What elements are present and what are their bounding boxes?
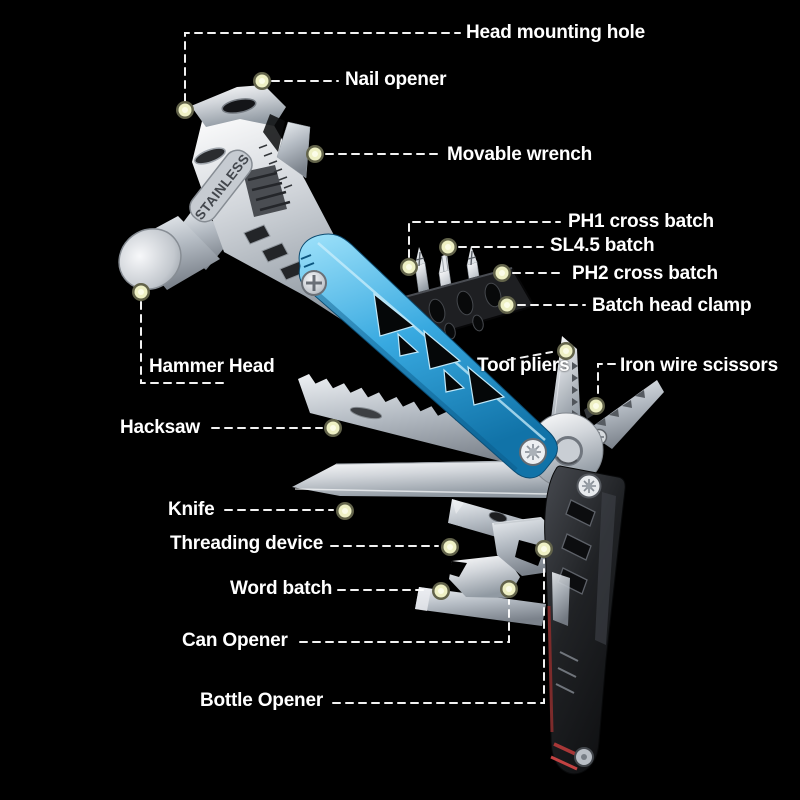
dot-bottle-opener	[535, 540, 553, 558]
handle-cutouts	[373, 292, 506, 406]
label-bottle-opener: Bottle Opener	[200, 690, 324, 711]
label-iron-wire-scissors: Iron wire scissors	[620, 355, 778, 376]
label-sl45-batch: SL4.5 batch	[550, 235, 655, 256]
ph1-bit	[414, 247, 430, 295]
handle-chevrons	[557, 499, 596, 595]
label-knife: Knife	[168, 499, 215, 520]
label-hacksaw: Hacksaw	[120, 417, 200, 438]
leader-ph1-cross-batch	[408, 221, 561, 258]
label-movable-wrench: Movable wrench	[447, 144, 593, 165]
label-ph1-cross-batch: PH1 cross batch	[568, 211, 714, 232]
callout-dots	[132, 72, 605, 600]
dot-word-batch	[432, 582, 450, 600]
dot-hammer-head	[132, 283, 150, 301]
pocket-clip	[552, 572, 570, 626]
leader-tool-pliers	[507, 351, 553, 361]
dot-sl45-batch	[439, 238, 457, 256]
label-ph2-cross-batch: PH2 cross batch	[572, 263, 718, 284]
label-batch-head-clamp: Batch head clamp	[592, 295, 752, 316]
handle-pivot-screw	[519, 438, 547, 466]
dot-ph1-cross-batch	[400, 258, 418, 276]
label-word-batch: Word batch	[230, 578, 333, 599]
dot-hacksaw	[324, 419, 342, 437]
head-mounting-hole-slot	[221, 98, 257, 114]
worm-screw	[243, 165, 291, 217]
label-head-mounting-hole: Head mounting hole	[466, 22, 646, 43]
blue-handle	[298, 233, 558, 479]
label-hammer-head: Hammer Head	[149, 356, 275, 377]
dot-can-opener	[500, 580, 518, 598]
dot-nail-opener	[253, 72, 271, 90]
leader-iron-wire-scissors	[597, 363, 616, 397]
dot-batch-head-clamp	[498, 296, 516, 314]
dot-head-mounting-hole	[176, 101, 194, 119]
movable-jaw	[276, 121, 311, 179]
knife-blade	[292, 460, 554, 498]
hammer-head-part	[118, 208, 234, 290]
leader-can-opener	[299, 599, 510, 643]
leader-lines	[140, 32, 616, 704]
dot-movable-wrench	[306, 145, 324, 163]
handle-top-screw	[301, 270, 327, 296]
dot-tool-pliers	[557, 342, 575, 360]
leader-head-mounting-hole	[184, 32, 461, 102]
handle-slot	[194, 147, 226, 165]
jaw-gap	[263, 114, 285, 152]
dot-knife	[336, 502, 354, 520]
leader-hammer-head	[140, 301, 226, 384]
dot-ph2-cross-batch	[493, 264, 511, 282]
label-can-opener: Can Opener	[182, 630, 288, 651]
label-nail-opener: Nail opener	[345, 69, 447, 90]
bit-holder	[399, 246, 536, 340]
dot-threading-device	[441, 538, 459, 556]
ruler-ticks	[258, 144, 293, 189]
leader-bottle-opener	[332, 559, 545, 704]
dot-iron-wire-scissors	[587, 397, 605, 415]
black-handle-screw	[576, 473, 602, 499]
label-threading-device: Threading device	[170, 533, 324, 554]
label-tool-pliers: Tool pliers	[477, 355, 570, 376]
black-handle	[544, 465, 626, 775]
